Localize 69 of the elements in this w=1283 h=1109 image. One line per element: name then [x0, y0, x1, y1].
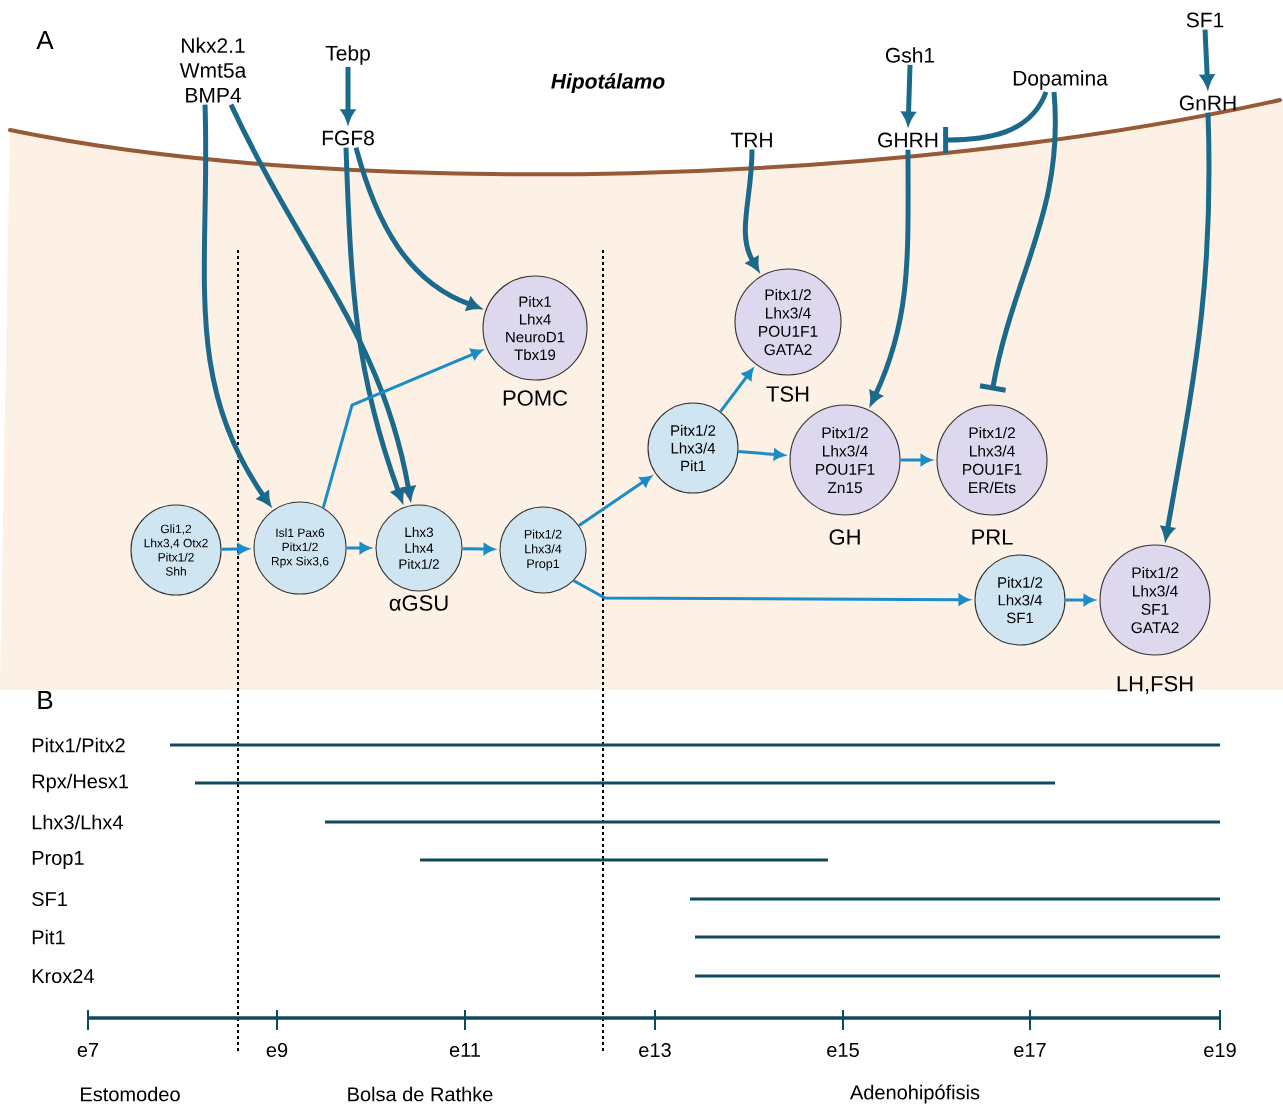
arrow — [900, 454, 932, 466]
factor-label: Nkx2.1 Wmt5a BMP4 — [179, 37, 247, 103]
stage-label: Adenohipófisis — [850, 1084, 980, 1104]
arrow — [943, 90, 1049, 153]
arrow — [462, 543, 495, 555]
node-label: Pitx1/2 — [765, 288, 811, 301]
arrow — [221, 543, 249, 555]
gene-label: SF1 — [32, 891, 67, 907]
node-label: SF1 — [1141, 603, 1169, 615]
stage-label: Bolsa de Rathke — [348, 1086, 493, 1102]
hormone-label: PRL — [972, 529, 1013, 545]
node-label: POU1F1 — [963, 463, 1022, 475]
factor-label: GnRH — [1179, 95, 1236, 111]
node-label: ER/Ets — [969, 481, 1016, 494]
hormone-label: αGSU — [389, 595, 448, 611]
node-label: Pitx1/2 — [1132, 566, 1178, 579]
stage-label: Estomodeo — [81, 1086, 180, 1102]
gene-label: Rpx/Hesx1 — [32, 773, 129, 793]
factor-label: TRH — [730, 132, 772, 148]
hormone-label: GH — [829, 529, 860, 545]
tick-label: e13 — [639, 1042, 671, 1058]
region-label: Hipotálamo — [551, 73, 665, 93]
node-label: Zn15 — [827, 482, 863, 494]
node-label: NeuroD1 — [506, 331, 565, 343]
node-label: Lhx3/4 — [766, 307, 811, 319]
arrow — [201, 104, 271, 506]
tick-label: e11 — [449, 1043, 480, 1057]
tick-label: e9 — [266, 1042, 288, 1058]
arrow — [321, 348, 483, 509]
node-label: Pitx1/2 — [969, 426, 1015, 439]
node-label: GATA2 — [764, 344, 812, 356]
node-label: Lhx3/4 — [823, 445, 868, 457]
hormone-label: LH,FSH — [1117, 675, 1193, 695]
node-label: Lhx3/4 — [1133, 585, 1178, 597]
factor-label: FGF8 — [322, 130, 374, 146]
arrow — [979, 91, 1058, 393]
factor-label: GHRH — [878, 132, 938, 148]
tick-label: e17 — [1014, 1043, 1046, 1057]
factor-label: Dopamina — [1013, 70, 1108, 90]
tick-label: e19 — [1204, 1042, 1236, 1058]
node-label: Lhx3/4 — [970, 445, 1015, 457]
node-label: Tbx19 — [514, 349, 556, 361]
node-label: Pitx1 — [519, 295, 551, 307]
hormone-label: POMC — [503, 390, 568, 406]
arrow — [353, 146, 481, 311]
node-label: POU1F1 — [816, 463, 875, 475]
panel-letter: A — [36, 31, 54, 49]
panel-letter: B — [38, 691, 53, 709]
gene-label: Lhx3/Lhx4 — [32, 814, 123, 830]
arrow — [1065, 594, 1095, 606]
node-label: Pitx1/2 — [822, 426, 868, 439]
gene-label: Pitx1/Pitx2 — [32, 737, 125, 753]
node-label: POU1F1 — [759, 325, 818, 337]
gene-label: Pit1 — [32, 929, 65, 945]
gene-label: Prop1 — [32, 851, 84, 869]
arrow — [742, 149, 760, 271]
arrow — [578, 475, 652, 527]
tick-label: e15 — [827, 1043, 859, 1057]
node-label: Lhx4 — [519, 313, 551, 325]
factor-label: Gsh1 — [885, 47, 935, 63]
arrow — [573, 579, 970, 606]
arrow — [719, 368, 754, 413]
node-label: GATA2 — [1131, 622, 1179, 634]
hormone-label: TSH — [766, 386, 809, 402]
gene-label: Krox24 — [32, 968, 94, 984]
factor-label: Tebp — [325, 45, 370, 65]
tick-label: e7 — [77, 1043, 99, 1057]
arrow — [346, 542, 371, 554]
factor-label: SF1 — [1186, 12, 1224, 28]
